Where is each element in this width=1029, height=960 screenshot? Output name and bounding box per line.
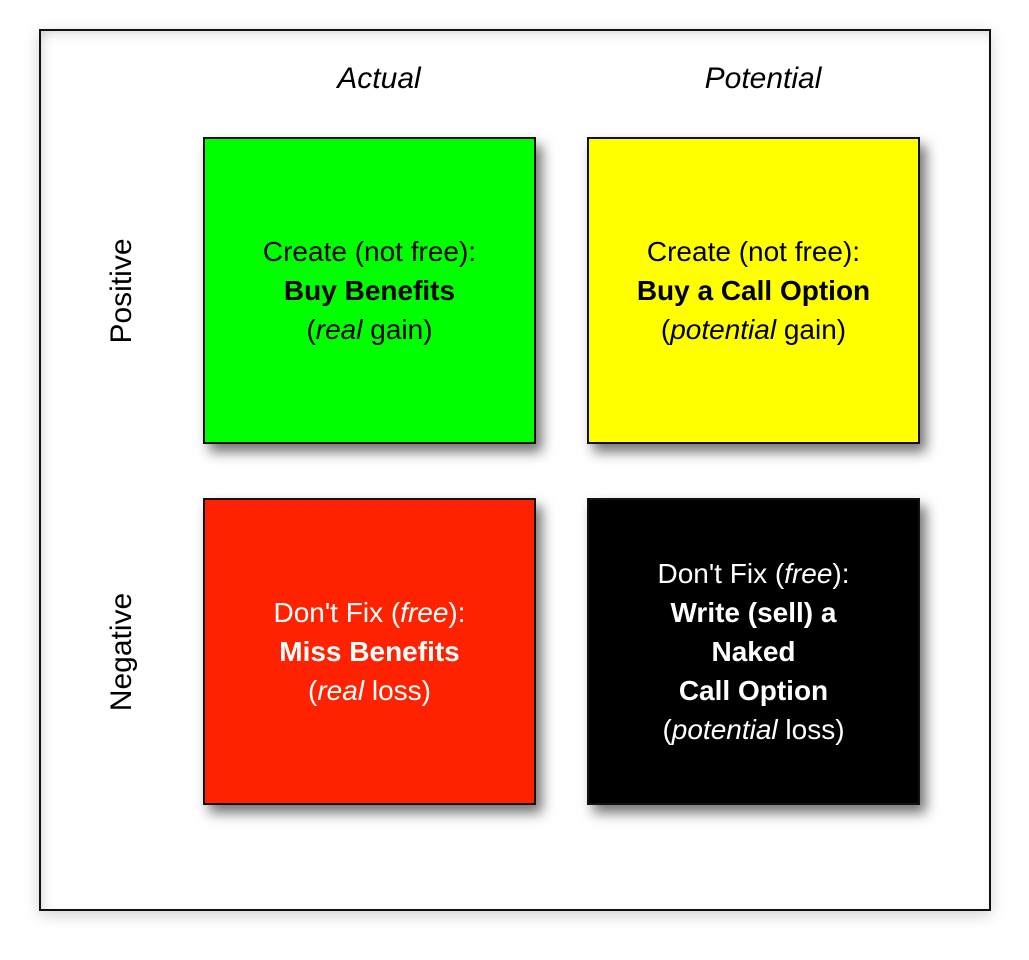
quadrant-potential-positive: Create (not free): Buy a Call Option (po…: [587, 137, 920, 444]
cell-note: (potential loss): [662, 714, 845, 745]
cell-title: Miss Benefits: [279, 636, 460, 667]
cell-line: Create (not free):: [646, 236, 861, 267]
cell-title: Buy Benefits: [283, 275, 456, 306]
cell-title: Call Option: [678, 675, 829, 706]
cell-line: Don't Fix (free):: [657, 558, 850, 589]
row-header-positive: Positive: [105, 238, 138, 344]
cell-title: Write (sell) a: [670, 597, 837, 628]
column-header-actual: Actual: [337, 62, 421, 95]
cell-note: (real loss): [308, 675, 431, 706]
cell-line: Don't Fix (free):: [273, 597, 466, 628]
cell-note: (real gain): [306, 314, 433, 345]
cell-line: Create (not free):: [262, 236, 477, 267]
cell-title: Naked: [711, 636, 796, 667]
quadrant-potential-negative: Don't Fix (free): Write (sell) a Naked C…: [587, 498, 920, 805]
quadrant-actual-negative: Don't Fix (free): Miss Benefits (real lo…: [203, 498, 536, 805]
column-header-potential: Potential: [704, 62, 822, 95]
row-header-negative: Negative: [105, 592, 138, 712]
quadrant-actual-positive: Create (not free): Buy Benefits (real ga…: [203, 137, 536, 444]
cell-title: Buy a Call Option: [636, 275, 871, 306]
cell-note: (potential gain): [660, 314, 847, 345]
